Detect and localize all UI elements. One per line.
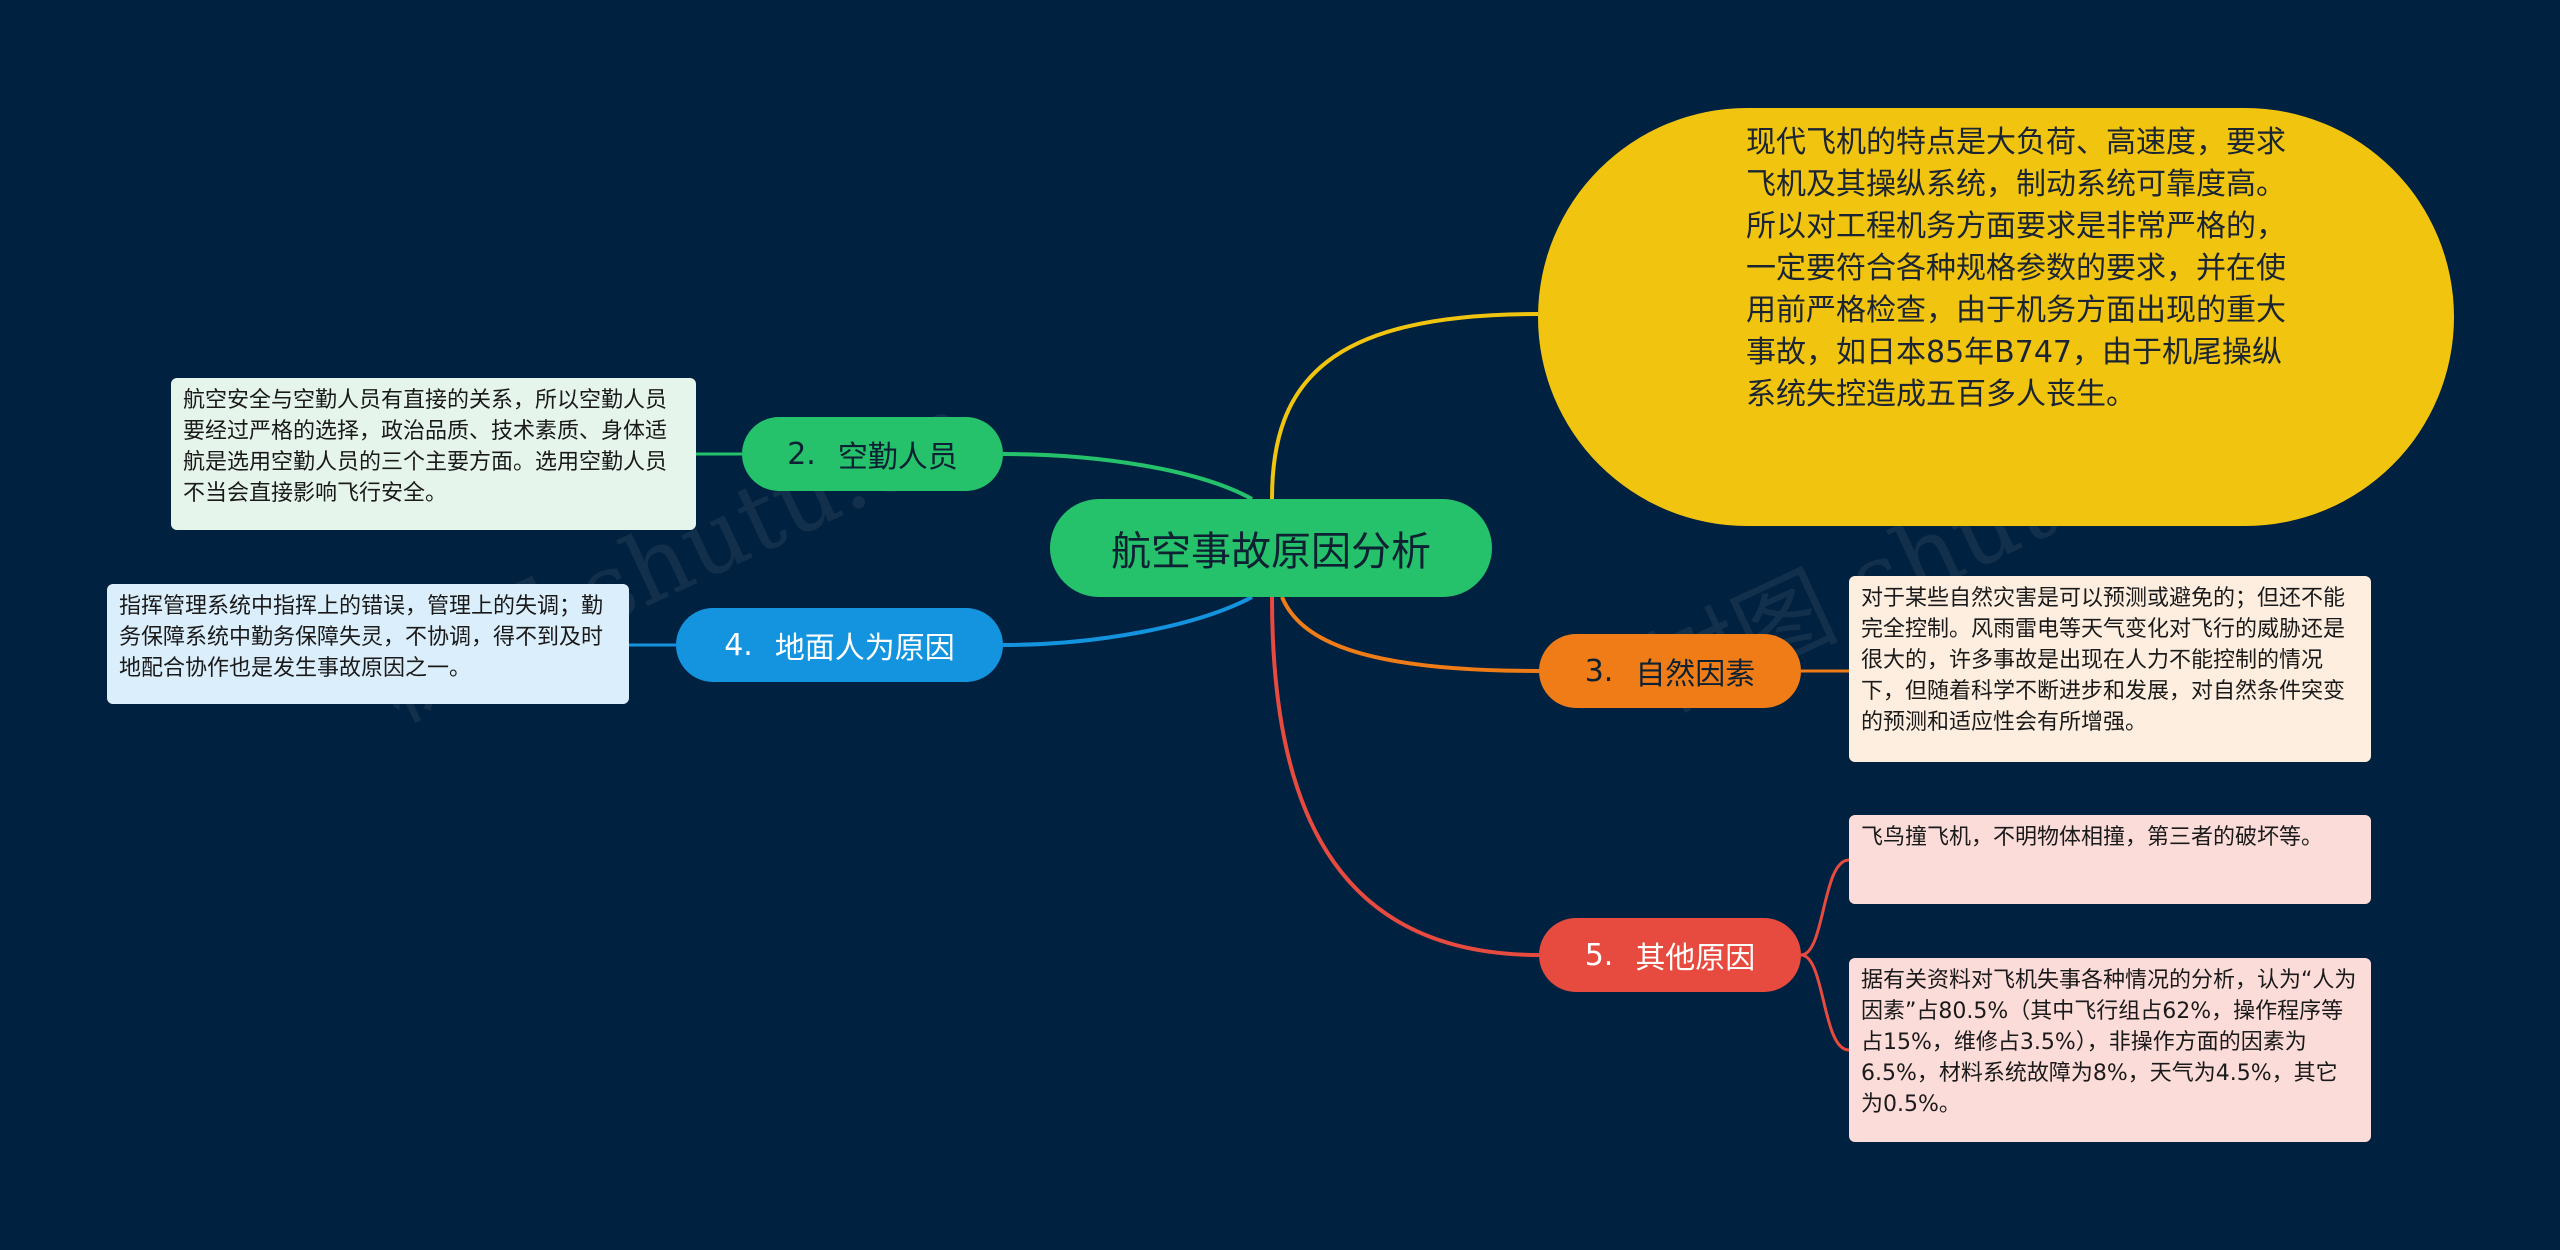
link-root-crew bbox=[1002, 452, 1253, 501]
note-nature-text: 对于某些自然灾害是可以预测或避免的；但还不能完全控制。风雨雷电等天气变化对飞行的… bbox=[1861, 586, 2346, 735]
note-other-1[interactable]: 飞鸟撞飞机，不明物体相撞，第三者的破坏等。 bbox=[1849, 815, 2371, 904]
branch-ground-label: 地面人为原因 bbox=[774, 631, 955, 666]
note-crew-text: 航空安全与空勤人员有直接的关系，所以空勤人员要经过严格的选择，政治品质、技术素质… bbox=[183, 388, 668, 506]
link-other-note2 bbox=[1800, 953, 1850, 1052]
branch-ground-number: 4. bbox=[724, 627, 753, 663]
note-other-1-text: 飞鸟撞飞机，不明物体相撞，第三者的破坏等。 bbox=[1861, 825, 2324, 850]
branch-1-text: 现代飞机的特点是大负荷、高速度，要求飞机及其操纵系统，制动系统可靠度高。所以对工… bbox=[1746, 125, 2286, 412]
note-other-2[interactable]: 据有关资料对飞机失事各种情况的分析，认为“人为因素”占80.5%（其中飞行组占6… bbox=[1849, 958, 2371, 1142]
branch-crew[interactable]: 2. 空勤人员 bbox=[742, 417, 1003, 491]
note-other-2-text: 据有关资料对飞机失事各种情况的分析，认为“人为因素”占80.5%（其中飞行组占6… bbox=[1861, 968, 2357, 1117]
branch-nature[interactable]: 3. 自然因素 bbox=[1539, 634, 1801, 708]
link-root-nature bbox=[1280, 596, 1540, 673]
root-topic[interactable]: 航空事故原因分析 bbox=[1050, 499, 1492, 597]
note-ground[interactable]: 指挥管理系统中指挥上的错误，管理上的失调；勤务保障系统中勤务保障失灵，不协调，得… bbox=[107, 584, 629, 704]
note-nature[interactable]: 对于某些自然灾害是可以预测或避免的；但还不能完全控制。风雨雷电等天气变化对飞行的… bbox=[1849, 576, 2371, 762]
note-ground-text: 指挥管理系统中指挥上的错误，管理上的失调；勤务保障系统中勤务保障失灵，不协调，得… bbox=[119, 594, 604, 681]
note-crew[interactable]: 航空安全与空勤人员有直接的关系，所以空勤人员要经过严格的选择，政治品质、技术素质… bbox=[171, 378, 696, 530]
branch-other-number: 5. bbox=[1584, 937, 1614, 973]
branch-other[interactable]: 5. 其他原因 bbox=[1539, 918, 1801, 992]
branch-crew-label: 空勤人员 bbox=[837, 440, 958, 475]
branch-1-bubble[interactable]: 现代飞机的特点是大负荷、高速度，要求飞机及其操纵系统，制动系统可靠度高。所以对工… bbox=[1538, 108, 2454, 526]
branch-nature-number: 3. bbox=[1584, 653, 1614, 689]
link-root-other bbox=[1270, 596, 1540, 957]
branch-nature-label: 自然因素 bbox=[1635, 657, 1756, 692]
branch-ground[interactable]: 4. 地面人为原因 bbox=[676, 608, 1003, 682]
root-topic-label: 航空事故原因分析 bbox=[1111, 529, 1431, 575]
branch-other-label: 其他原因 bbox=[1635, 941, 1756, 976]
branch-crew-number: 2. bbox=[787, 436, 816, 472]
link-other-note1 bbox=[1800, 858, 1850, 957]
link-root-bubble bbox=[1270, 312, 1539, 500]
link-root-ground bbox=[1002, 595, 1253, 647]
